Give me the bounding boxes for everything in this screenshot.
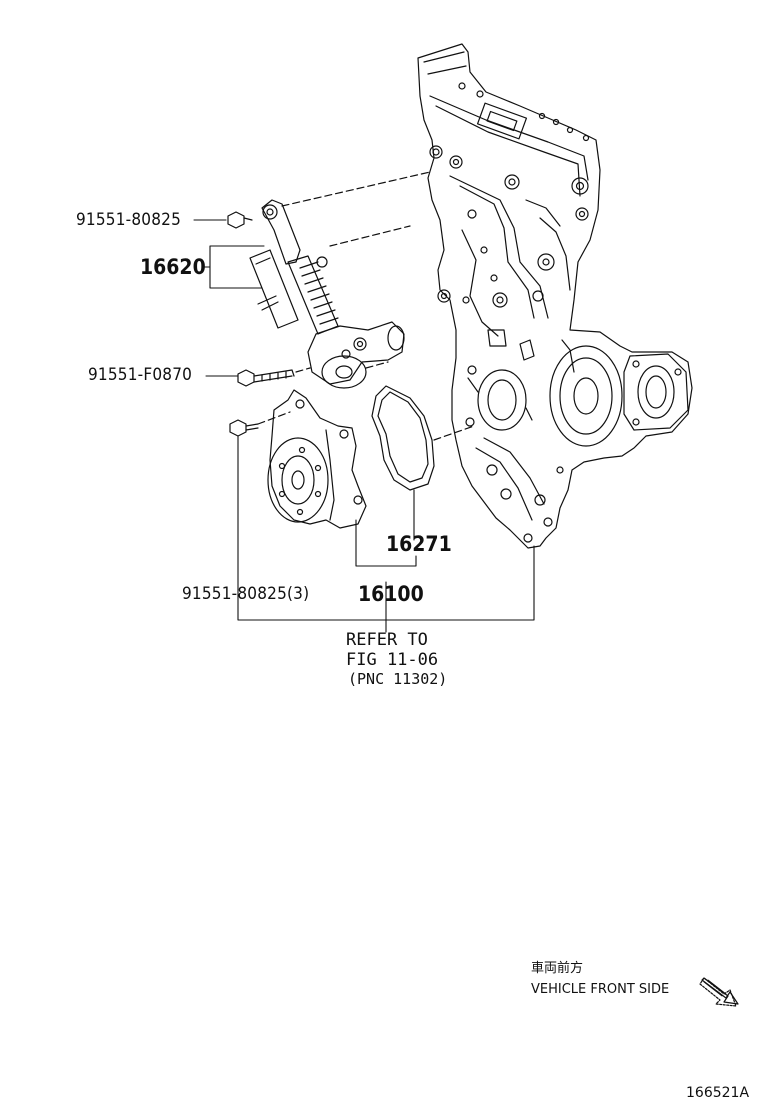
gasket-illustration: [371, 385, 435, 491]
timing-cover-illustration: [417, 43, 693, 549]
bolt-mid-illustration: [237, 369, 295, 387]
leader-lines: [193, 219, 535, 633]
water-pump-illustration: [267, 389, 367, 529]
part-label-water-pump: 16100: [358, 582, 424, 606]
part-label-gasket: 16271: [386, 532, 452, 556]
tensioner-illustration: [249, 199, 405, 389]
part-label-tensioner: 16620: [140, 255, 206, 279]
figure-id: 166521A: [686, 1085, 750, 1101]
refer-line-2: FIG 11-06: [346, 650, 439, 670]
part-label-bolt-mid: 91551-F0870: [88, 365, 193, 385]
refer-line-3: (PNC 11302): [348, 670, 448, 688]
part-label-bolts-pump: 91551-80825(3): [182, 584, 310, 604]
part-label-bolt-top: 91551-80825: [76, 210, 182, 230]
direction-label-japanese: 車両前方: [531, 961, 584, 976]
direction-arrow-icon: [699, 977, 739, 1007]
direction-label-english: VEHICLE FRONT SIDE: [531, 982, 670, 997]
bolt-top-illustration: [227, 211, 253, 229]
refer-line-1: REFER TO: [346, 630, 428, 650]
bolts-pump-illustration: [229, 419, 259, 437]
alignment-lines: [257, 171, 475, 441]
